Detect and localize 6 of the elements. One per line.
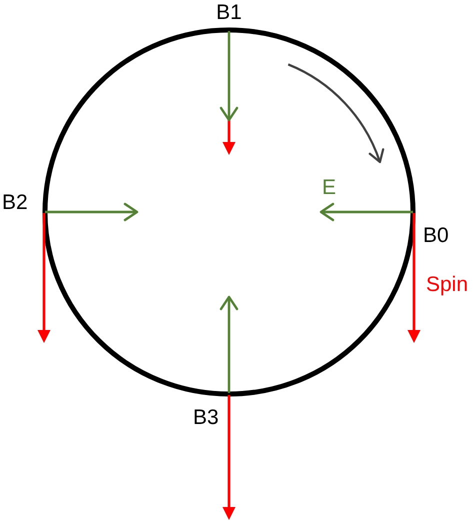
- field-label: E: [322, 177, 336, 198]
- point-label: B1: [216, 2, 242, 23]
- point-label: B2: [2, 192, 28, 213]
- spin-label: Spin: [426, 274, 468, 295]
- point-label: B0: [423, 225, 449, 246]
- point-label: B3: [193, 407, 219, 428]
